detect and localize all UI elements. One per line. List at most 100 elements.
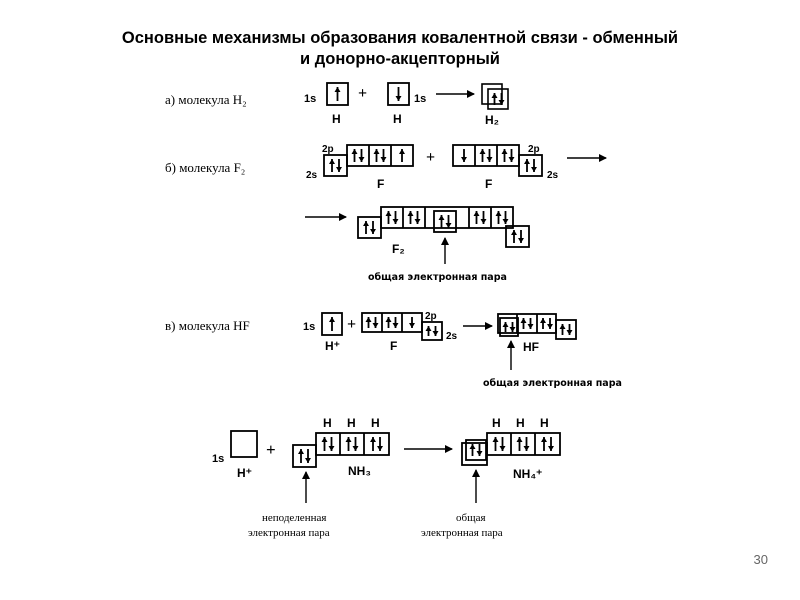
row-b-product: F₂ bbox=[392, 242, 405, 256]
row-c-orbital-1s: 1s bbox=[303, 321, 315, 333]
page-number: 30 bbox=[753, 552, 768, 567]
row-c-orbital-2s: 2s bbox=[446, 331, 458, 342]
row-d-h-label-3: H bbox=[371, 416, 380, 430]
electron-arrow-icon bbox=[392, 317, 399, 328]
row-a-orbital-right: 1s bbox=[414, 93, 426, 105]
row-c-plus: + bbox=[347, 316, 356, 333]
row-a-plus: + bbox=[358, 85, 367, 102]
electron-arrow-icon bbox=[358, 149, 365, 162]
electron-arrow-icon bbox=[345, 437, 352, 451]
row-c-caption: общая электронная пара bbox=[483, 378, 622, 389]
row-c-product-orbitals bbox=[497, 313, 577, 340]
row-c-label: в) молекула HF bbox=[165, 318, 250, 333]
electron-arrow-icon bbox=[329, 317, 335, 331]
electron-arrow-icon bbox=[498, 93, 505, 105]
row-d-h-label-5: H bbox=[516, 416, 525, 430]
electron-arrow-icon bbox=[370, 221, 376, 234]
electron-arrow-icon bbox=[566, 324, 573, 335]
electron-arrow-icon bbox=[480, 211, 487, 224]
row-a-atom-left: H bbox=[332, 112, 341, 126]
electron-arrow-icon bbox=[298, 449, 304, 463]
electron-arrow-icon bbox=[409, 317, 415, 328]
electron-arrow-icon bbox=[516, 437, 523, 451]
electron-arrow-icon bbox=[469, 444, 476, 456]
row-a-atom-right: H bbox=[393, 112, 402, 126]
row-b-product-orbitals bbox=[357, 206, 530, 248]
row-b-orbital-2s-left: 2s bbox=[306, 170, 318, 181]
row-b-atom-left: F bbox=[377, 177, 384, 191]
electron-arrow-icon bbox=[372, 317, 379, 328]
electron-arrow-icon bbox=[438, 215, 445, 228]
row-a-orbitals-left bbox=[326, 82, 349, 106]
electron-arrow-icon bbox=[531, 159, 537, 172]
row-c-orbital-2p: 2p bbox=[425, 311, 437, 322]
row-a-label: а) молекула H₂ bbox=[165, 92, 247, 107]
electron-arrow-icon bbox=[351, 149, 358, 162]
electron-arrow-icon bbox=[508, 149, 515, 162]
row-d-h-label-2: H bbox=[347, 416, 356, 430]
electron-arrow-icon bbox=[385, 317, 392, 328]
row-b-atom-right: F bbox=[485, 177, 492, 191]
row-d-orbitals-n bbox=[292, 432, 390, 468]
electron-arrow-icon bbox=[511, 230, 517, 243]
electron-arrow-icon bbox=[461, 149, 467, 162]
electron-arrow-icon bbox=[559, 324, 566, 335]
electron-arrow-icon bbox=[524, 159, 530, 172]
electron-arrow-icon bbox=[502, 322, 509, 332]
row-d-h-label-4: H bbox=[492, 416, 501, 430]
row-b-orbital-2p-left: 2p bbox=[322, 144, 334, 155]
electron-arrow-icon bbox=[540, 318, 546, 329]
electron-arrow-icon bbox=[363, 221, 369, 234]
row-d-h-label-1: H bbox=[323, 416, 332, 430]
row-c-atom-h: H⁺ bbox=[325, 339, 340, 353]
row-d-plus: + bbox=[266, 440, 276, 459]
row-c-product: HF bbox=[523, 340, 539, 354]
electron-arrow-icon bbox=[502, 211, 509, 224]
electron-arrow-icon bbox=[334, 87, 341, 101]
electron-arrow-icon bbox=[547, 318, 553, 329]
row-d-caption-right-2: электронная пара bbox=[421, 527, 503, 539]
row-b-caption: общая электронная пара bbox=[368, 272, 507, 283]
row-d-caption-right-1: общая bbox=[456, 512, 486, 524]
row-d-reactant: NH₃ bbox=[348, 464, 371, 478]
electron-arrow-icon bbox=[305, 449, 311, 463]
electron-arrow-icon bbox=[486, 149, 493, 162]
title-line-1: Основные механизмы образования ковалентн… bbox=[121, 29, 679, 47]
electron-arrow-icon bbox=[380, 149, 387, 162]
electron-arrow-icon bbox=[414, 211, 421, 224]
row-b-orbitals-right bbox=[452, 144, 543, 177]
electron-arrow-icon bbox=[328, 437, 335, 451]
electron-arrow-icon bbox=[520, 318, 527, 329]
row-b-orbital-2p-right: 2p bbox=[528, 144, 540, 155]
electron-arrow-icon bbox=[473, 211, 480, 224]
row-d-caption-left-1: неподеленная bbox=[262, 512, 326, 524]
row-d-caption-left-2: электронная пара bbox=[248, 527, 330, 539]
electron-arrow-icon bbox=[432, 326, 439, 336]
electron-arrow-icon bbox=[399, 149, 405, 162]
row-a-orbitals-right bbox=[387, 82, 410, 106]
electron-arrow-icon bbox=[392, 211, 399, 224]
electron-arrow-icon bbox=[476, 444, 483, 456]
row-b-orbital-2s-right: 2s bbox=[547, 170, 559, 181]
electron-arrow-icon bbox=[365, 317, 372, 328]
electron-arrow-icon bbox=[407, 211, 414, 224]
electron-arrow-icon bbox=[321, 437, 328, 451]
electron-arrow-icon bbox=[377, 437, 383, 451]
electron-arrow-icon bbox=[352, 437, 359, 451]
row-b-orbitals-left bbox=[323, 144, 414, 177]
row-b-plus: + bbox=[426, 149, 435, 166]
title-line-2: и донорно-акцепторный bbox=[300, 50, 500, 68]
row-c-orbitals-f bbox=[361, 312, 443, 341]
row-d-orbital-1s: 1s bbox=[212, 453, 224, 465]
electron-arrow-icon bbox=[491, 93, 498, 105]
electron-arrow-icon bbox=[518, 230, 524, 243]
row-d-atom-h: H⁺ bbox=[237, 466, 252, 480]
row-d-product: NH₄⁺ bbox=[513, 467, 542, 481]
electron-arrow-icon bbox=[492, 437, 499, 451]
electron-arrow-icon bbox=[336, 159, 342, 172]
electron-arrow-icon bbox=[329, 159, 335, 172]
electron-arrow-icon bbox=[509, 322, 516, 332]
row-a-product: H₂ bbox=[485, 113, 499, 127]
